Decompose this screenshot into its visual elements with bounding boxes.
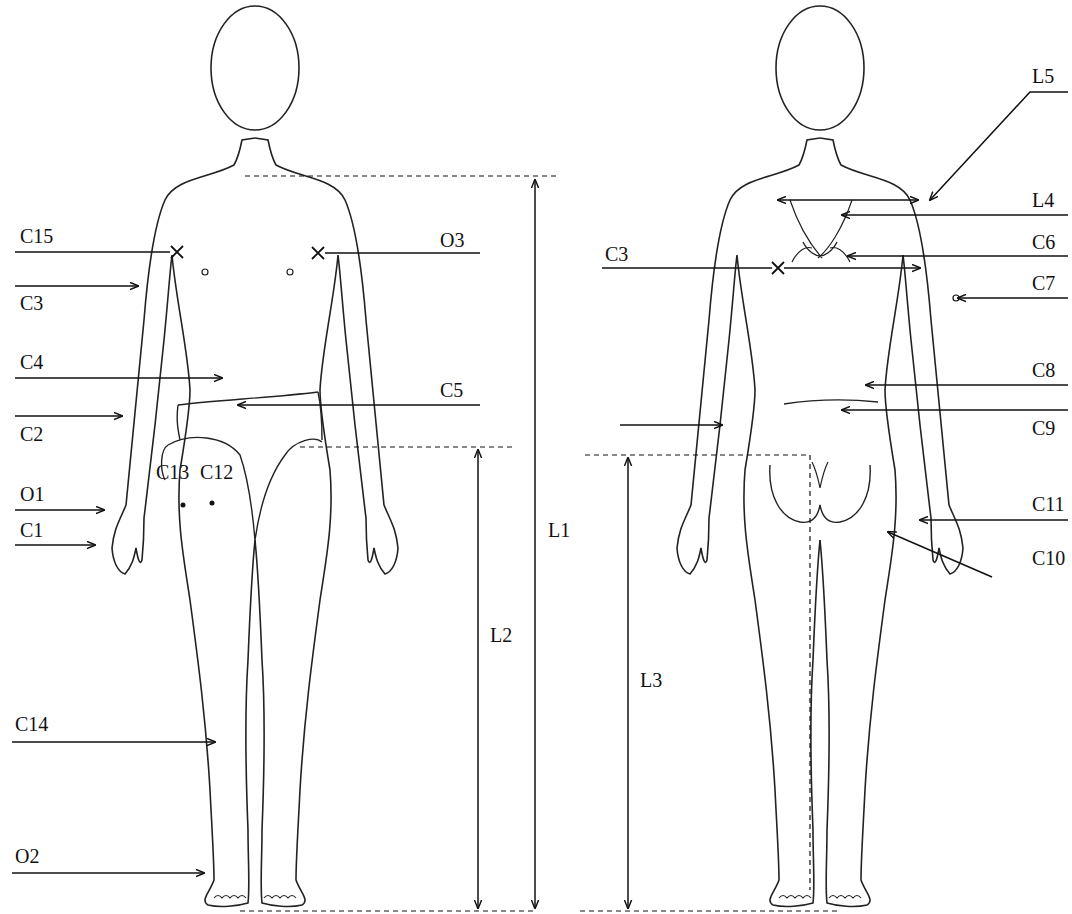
measurement-label: C6 [1032, 232, 1055, 252]
measurement-label: C10 [1032, 548, 1065, 568]
measurement-label: C13 [156, 462, 189, 482]
measurement-label: O1 [20, 484, 44, 504]
measurement-label: C3 [605, 244, 628, 264]
measurement-label: C5 [440, 380, 463, 400]
measurement-label: C1 [20, 520, 43, 540]
measurement-label: L4 [1032, 190, 1054, 210]
measurement-label: C12 [200, 462, 233, 482]
measurement-label: C11 [1032, 494, 1065, 514]
measurement-label: O3 [440, 230, 464, 250]
measurement-label: C15 [20, 226, 53, 246]
measurement-label: L3 [640, 670, 662, 690]
measurement-label: L1 [548, 520, 570, 540]
measurement-label: C14 [15, 714, 48, 734]
measurement-label: L2 [490, 625, 512, 645]
measurement-label: O2 [15, 846, 39, 866]
measurement-label: C7 [1032, 273, 1055, 293]
measurement-label: L5 [1032, 66, 1054, 86]
measurement-label: C8 [1032, 360, 1055, 380]
measurement-label: C4 [20, 352, 43, 372]
measurement-label: C3 [20, 293, 43, 313]
measurement-label: C2 [20, 424, 43, 444]
measurement-label: C9 [1032, 418, 1055, 438]
